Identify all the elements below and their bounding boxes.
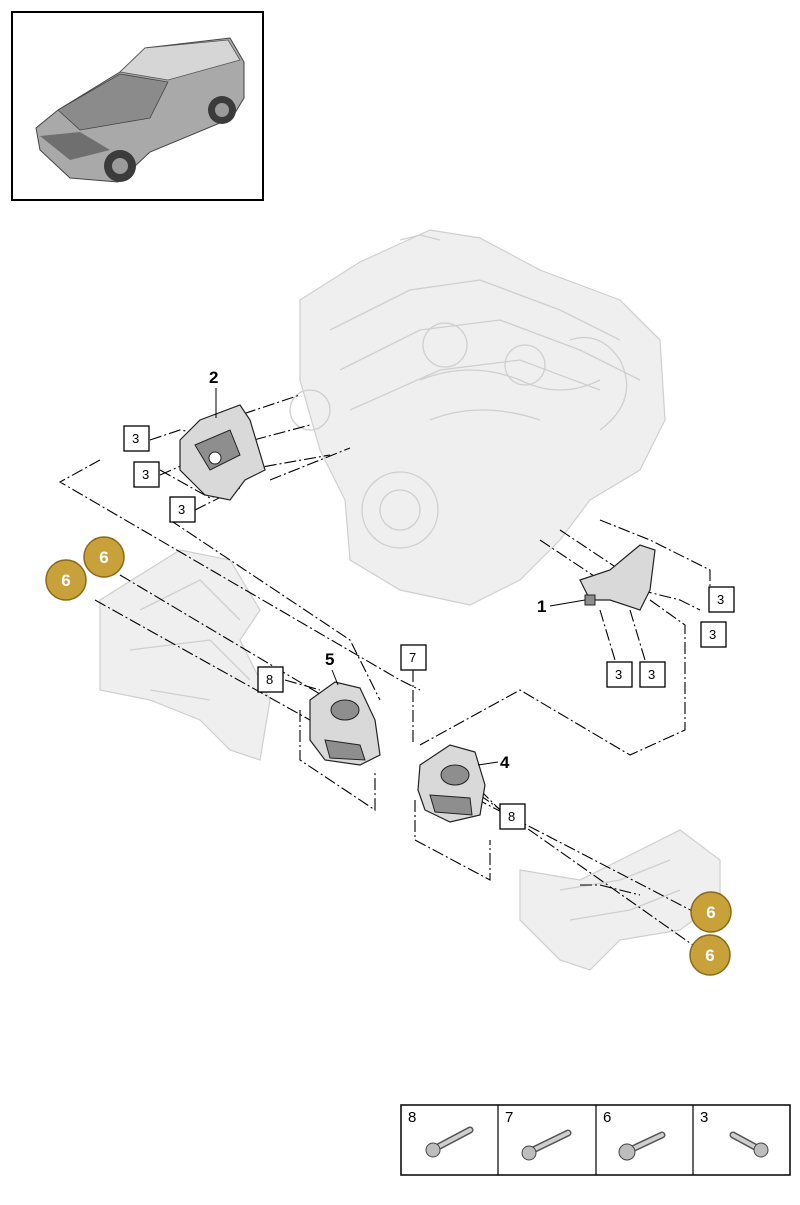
svg-text:3: 3: [717, 592, 724, 607]
legend-cell-6[interactable]: 6: [603, 1109, 666, 1161]
callout-box-8[interactable]: 8: [257, 666, 284, 693]
svg-text:8: 8: [408, 1109, 416, 1126]
callout-gold-6[interactable]: 6: [690, 891, 732, 933]
svg-text:6: 6: [603, 1109, 611, 1126]
engine-mount-part-5[interactable]: [309, 681, 381, 766]
bracket-part-1[interactable]: [579, 544, 656, 611]
callout-box-3[interactable]: 3: [606, 661, 633, 688]
svg-text:6: 6: [99, 548, 108, 567]
callout-box-8[interactable]: 8: [499, 803, 526, 830]
svg-text:6: 6: [705, 946, 714, 965]
callout-box-3[interactable]: 3: [708, 586, 735, 613]
callout-box-7[interactable]: 7: [400, 644, 427, 671]
bolt-3-icon: [729, 1131, 769, 1158]
svg-text:3: 3: [142, 467, 149, 482]
callout-box-3[interactable]: 3: [133, 461, 160, 488]
bolt-6-icon: [618, 1131, 666, 1161]
svg-text:4: 4: [500, 753, 510, 772]
svg-text:3: 3: [178, 502, 185, 517]
leader-lines: [58, 394, 711, 951]
callout-box-3[interactable]: 3: [123, 425, 150, 452]
svg-text:7: 7: [409, 650, 416, 665]
engine-mount-part-4[interactable]: [417, 744, 486, 823]
suv-thumbnail-icon: [35, 37, 245, 183]
bolt-8-icon: [425, 1126, 474, 1158]
callout-gold-6[interactable]: 6: [689, 934, 731, 976]
legend-cell-8[interactable]: 8: [408, 1109, 474, 1158]
svg-text:2: 2: [209, 368, 218, 387]
callout-gold-6[interactable]: 6: [45, 559, 87, 601]
svg-text:6: 6: [706, 903, 715, 922]
engine-block-icon: [289, 229, 666, 606]
bracket-part-2[interactable]: [179, 404, 266, 501]
callout-bold-1: 1: [537, 597, 586, 616]
svg-text:3: 3: [709, 627, 716, 642]
callout-box-3[interactable]: 3: [169, 496, 196, 523]
svg-text:8: 8: [508, 809, 515, 824]
fastener-legend: 8 7 6 3: [400, 1104, 791, 1176]
vehicle-thumbnail[interactable]: [11, 11, 264, 201]
svg-text:3: 3: [132, 431, 139, 446]
subframe-left: [99, 549, 271, 761]
callout-gold-6[interactable]: 6: [83, 536, 125, 578]
legend-cell-7[interactable]: 7: [505, 1109, 572, 1161]
callout-box-3[interactable]: 3: [700, 621, 727, 648]
callout-bold-2: 2: [209, 368, 218, 418]
svg-text:3: 3: [700, 1109, 708, 1126]
callout-box-3[interactable]: 3: [639, 661, 666, 688]
callout-bold-5: 5: [325, 650, 339, 686]
svg-text:8: 8: [266, 672, 273, 687]
svg-text:6: 6: [61, 571, 70, 590]
bolt-7-icon: [521, 1129, 572, 1161]
legend-cell-3[interactable]: 3: [700, 1109, 769, 1158]
svg-text:5: 5: [325, 650, 334, 669]
svg-text:3: 3: [648, 667, 655, 682]
svg-text:3: 3: [615, 667, 622, 682]
subframe-right: [519, 829, 721, 971]
callout-bold-4: 4: [477, 753, 510, 772]
svg-text:1: 1: [537, 597, 546, 616]
svg-text:7: 7: [505, 1109, 513, 1126]
